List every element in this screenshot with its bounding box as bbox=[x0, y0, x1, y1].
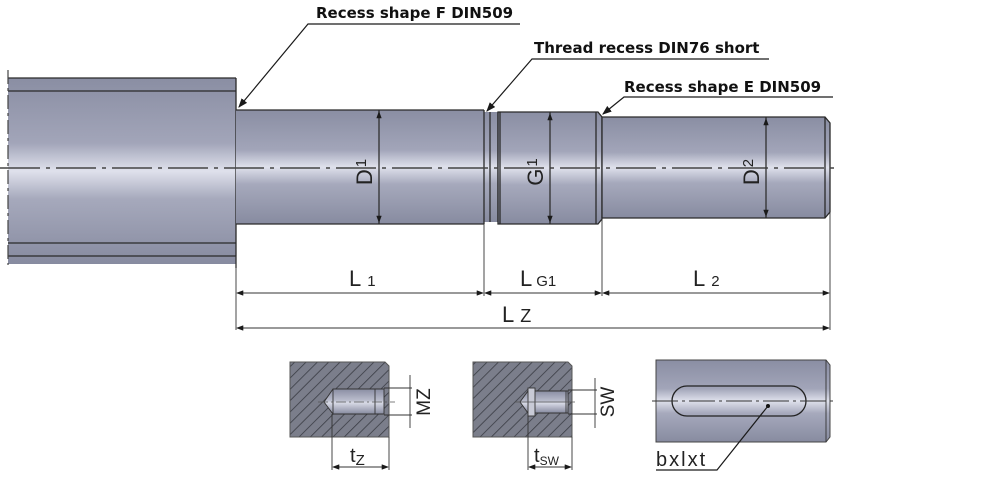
svg-text:Recess shape F DIN509: Recess shape F DIN509 bbox=[316, 4, 513, 22]
svg-text:D1: D1 bbox=[352, 159, 377, 185]
svg-text:D2: D2 bbox=[739, 159, 764, 185]
svg-text:tZ: tZ bbox=[350, 445, 365, 469]
callout-thread-recess: Thread recess DIN76 short bbox=[486, 39, 769, 112]
svg-text:G1: G1 bbox=[523, 158, 548, 185]
g1-label: G1 bbox=[523, 158, 548, 185]
d1-label: D1 bbox=[352, 159, 377, 185]
detail-keyway: bxlxt bbox=[652, 359, 834, 471]
svg-text:Thread recess DIN76 short: Thread recess DIN76 short bbox=[534, 39, 759, 57]
svg-text:bxlxt: bxlxt bbox=[656, 449, 707, 471]
shaft-body bbox=[7, 70, 237, 268]
detail-threaded-hole: MZ tZ bbox=[289, 361, 435, 470]
svg-text:MZ: MZ bbox=[414, 388, 435, 416]
detail-hex-socket: SW tSW bbox=[472, 361, 619, 470]
d2-label: D2 bbox=[739, 159, 764, 185]
svg-text:Recess shape E DIN509: Recess shape E DIN509 bbox=[624, 78, 821, 96]
callout-recess-e: Recess shape E DIN509 bbox=[602, 78, 833, 115]
thread-recess bbox=[483, 110, 499, 224]
svg-text:SW: SW bbox=[598, 387, 619, 418]
callout-recess-f: Recess shape F DIN509 bbox=[238, 4, 520, 108]
svg-text:tSW: tSW bbox=[534, 445, 560, 468]
